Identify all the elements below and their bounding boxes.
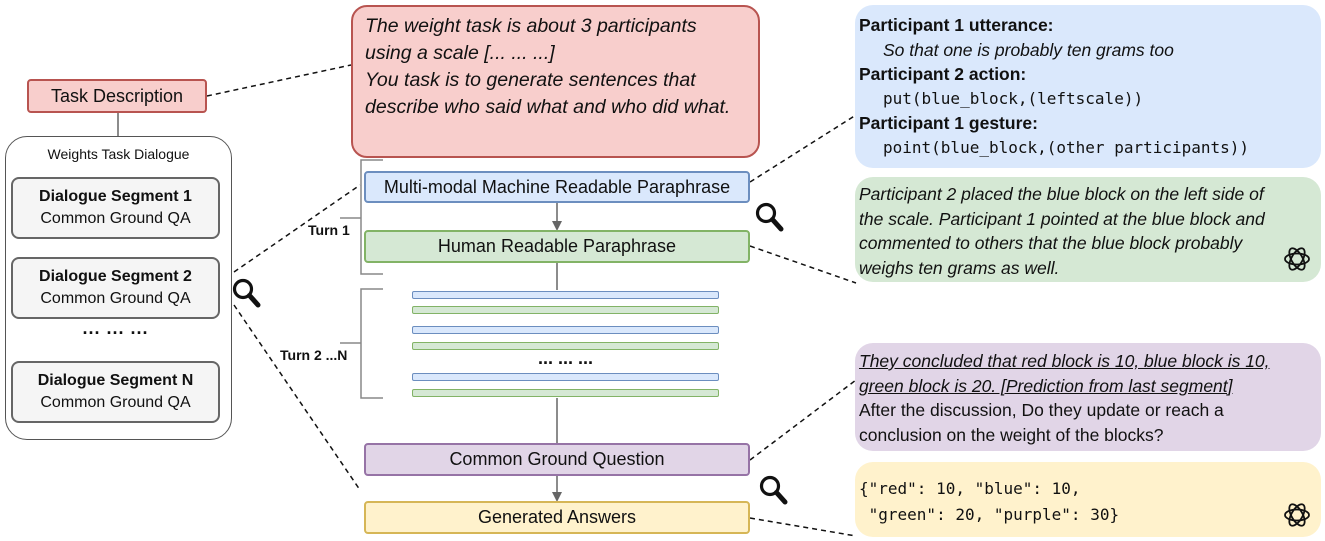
p2-action-text: put(blue_block,(leftscale)) [883, 88, 1144, 108]
human-readable-label: Human Readable Paraphrase [437, 236, 677, 256]
p1-utterance-label: Participant 1 utterance: [859, 15, 1054, 35]
task-description-label: Task Description [50, 85, 184, 106]
question-line: After the discussion, Do they update or … [859, 400, 1224, 420]
task-line: using a scale [... ... ...] [365, 42, 555, 64]
question-line: conclusion on the weight of the blocks? [859, 424, 1164, 445]
human-readable-paraphrase-box: Human Readable Paraphrase [364, 230, 750, 263]
human-line: weighs ten grams as well. [859, 257, 1060, 278]
p1-gesture-label: Participant 1 gesture: [859, 113, 1038, 133]
generated-answers-box: Generated Answers [364, 501, 750, 534]
segment-name: Dialogue Segment 1 [39, 188, 192, 205]
task-description-bubble: The weight task is about 3 participants … [351, 5, 760, 158]
human-line: Participant 2 placed the blue block on t… [859, 184, 1264, 204]
prediction-line: They concluded that red block is 10, blu… [859, 351, 1270, 371]
dialogue-segment-1: Dialogue Segment 1 Common Ground QA [11, 177, 220, 239]
p1-gesture-text: point(blue_block,(other participants)) [883, 137, 1250, 157]
magnifier-icon [232, 278, 261, 308]
answer-line: "green": 20, "purple": 30} [859, 505, 1120, 524]
machine-readable-label: Multi-modal Machine Readable Paraphrase [383, 176, 731, 197]
turn-bar-machine [412, 326, 719, 334]
generated-answer-bubble: {"red": 10, "blue": 10, "green": 20, "pu… [855, 462, 1321, 537]
dialogue-title: Weights Task Dialogue [47, 146, 190, 162]
p2-action-label: Participant 2 action: [859, 64, 1027, 84]
turn-bar-human [412, 389, 719, 397]
task-line: describe who said what and who did what. [365, 96, 731, 118]
turn-bar-machine [412, 373, 719, 381]
task-line: The weight task is about 3 participants [365, 15, 697, 37]
segment-name: Dialogue Segment 2 [39, 268, 192, 285]
generated-answers-label: Generated Answers [477, 507, 637, 527]
openai-logo-icon [1284, 503, 1310, 527]
turn-n-label: Turn 2 ...N [280, 347, 348, 363]
human-readable-bubble: Participant 2 placed the blue block on t… [855, 177, 1321, 282]
turns-ellipsis: ... ... ... [537, 348, 593, 368]
magnifier-icon [759, 475, 788, 505]
magnifier-icon [755, 202, 784, 232]
dialogue-segment-n: Dialogue Segment N Common Ground QA [11, 361, 220, 423]
segments-ellipsis: ... ... ... [82, 318, 149, 338]
turn-1-label: Turn 1 [308, 222, 350, 238]
dialogue-segment-2: Dialogue Segment 2 Common Ground QA [11, 257, 220, 319]
task-description-box: Task Description [27, 79, 207, 113]
turn-bar-machine [412, 291, 719, 299]
common-ground-question-bubble: They concluded that red block is 10, blu… [855, 343, 1321, 451]
human-line: the scale. Participant 1 pointed at the … [859, 208, 1265, 229]
human-line: commented to others that the blue block … [859, 233, 1243, 253]
common-ground-question-box: Common Ground Question [364, 443, 750, 476]
turn-bar-human [412, 342, 719, 350]
multimodal-utterance-bubble: Participant 1 utterance: So that one is … [855, 5, 1321, 168]
machine-readable-paraphrase-box: Multi-modal Machine Readable Paraphrase [364, 171, 750, 203]
common-ground-question-label: Common Ground Question [449, 449, 665, 469]
segment-sub: Common Ground QA [40, 394, 191, 411]
prediction-line: green block is 20. [Prediction from last… [859, 375, 1233, 396]
answer-line: {"red": 10, "blue": 10, [859, 479, 1081, 498]
segment-sub: Common Ground QA [40, 210, 191, 227]
p1-utterance-text: So that one is probably ten grams too [883, 39, 1174, 60]
segment-sub: Common Ground QA [40, 290, 191, 307]
segment-name: Dialogue Segment N [37, 372, 194, 389]
openai-logo-icon [1284, 247, 1310, 271]
turn-bar-human [412, 306, 719, 314]
task-line: You task is to generate sentences that [365, 69, 696, 91]
